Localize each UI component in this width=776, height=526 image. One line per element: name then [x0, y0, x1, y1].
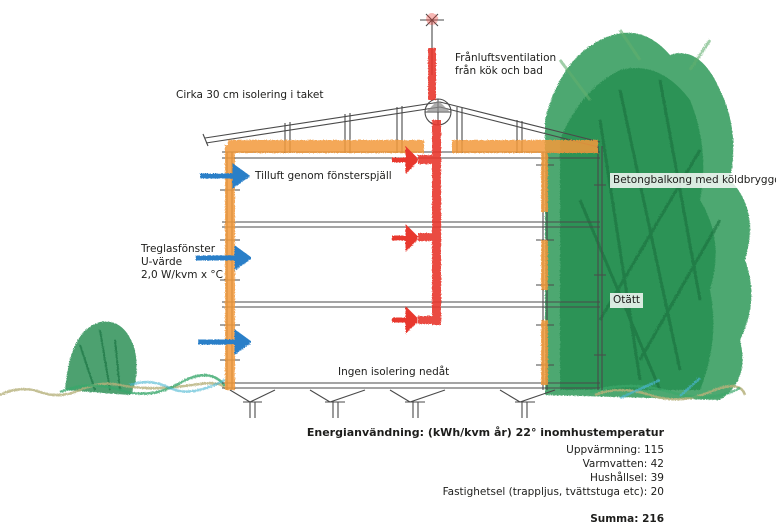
exhaust-label-line1: Frånluftsventilation	[455, 52, 557, 64]
leaky-label: Otätt	[610, 293, 644, 308]
grass	[0, 374, 747, 401]
balcony-label: Betongbalkong med köldbryggor	[610, 173, 776, 188]
windows-label-line2: U-värde	[141, 256, 183, 268]
supply-air-label: Tilluft genom fönsterspjäll	[255, 170, 392, 182]
insulation	[225, 140, 598, 390]
exhaust-arrows	[392, 145, 420, 335]
energy-item: Hushållsel: 39	[589, 472, 664, 484]
exhaust-duct	[418, 13, 441, 325]
exhaust-label-line2: från kök och bad	[455, 65, 543, 77]
exhaust-label: Frånluftsventilation från kök och bad	[455, 52, 556, 78]
roof-insulation-label: Cirka 30 cm isolering i taket	[176, 89, 324, 101]
energy-sum: Summa: 216	[590, 513, 664, 525]
energy-summary: Energianvändning: (kWh/kvm år) 22° inomh…	[307, 426, 664, 526]
energy-item: Varmvatten: 42	[582, 458, 664, 470]
floor-insulation-label: Ingen isolering nedåt	[338, 366, 450, 378]
windows-label-line3: 2,0 W/kvm x °C	[141, 269, 223, 281]
vent-hood	[426, 100, 450, 112]
windows-label: Treglasfönster U-värde 2,0 W/kvm x °C	[141, 243, 223, 282]
windows-label-line1: Treglasfönster	[141, 243, 216, 255]
supply-air-arrows	[196, 163, 253, 355]
bush-left	[65, 321, 137, 395]
tree-right	[545, 29, 752, 401]
energy-item: Uppvärmning: 115	[566, 444, 664, 456]
energy-item: Fastighetsel (trappljus, tvättstuga etc)…	[442, 486, 664, 498]
energy-title: Energianvändning: (kWh/kvm år) 22° inomh…	[306, 426, 664, 439]
